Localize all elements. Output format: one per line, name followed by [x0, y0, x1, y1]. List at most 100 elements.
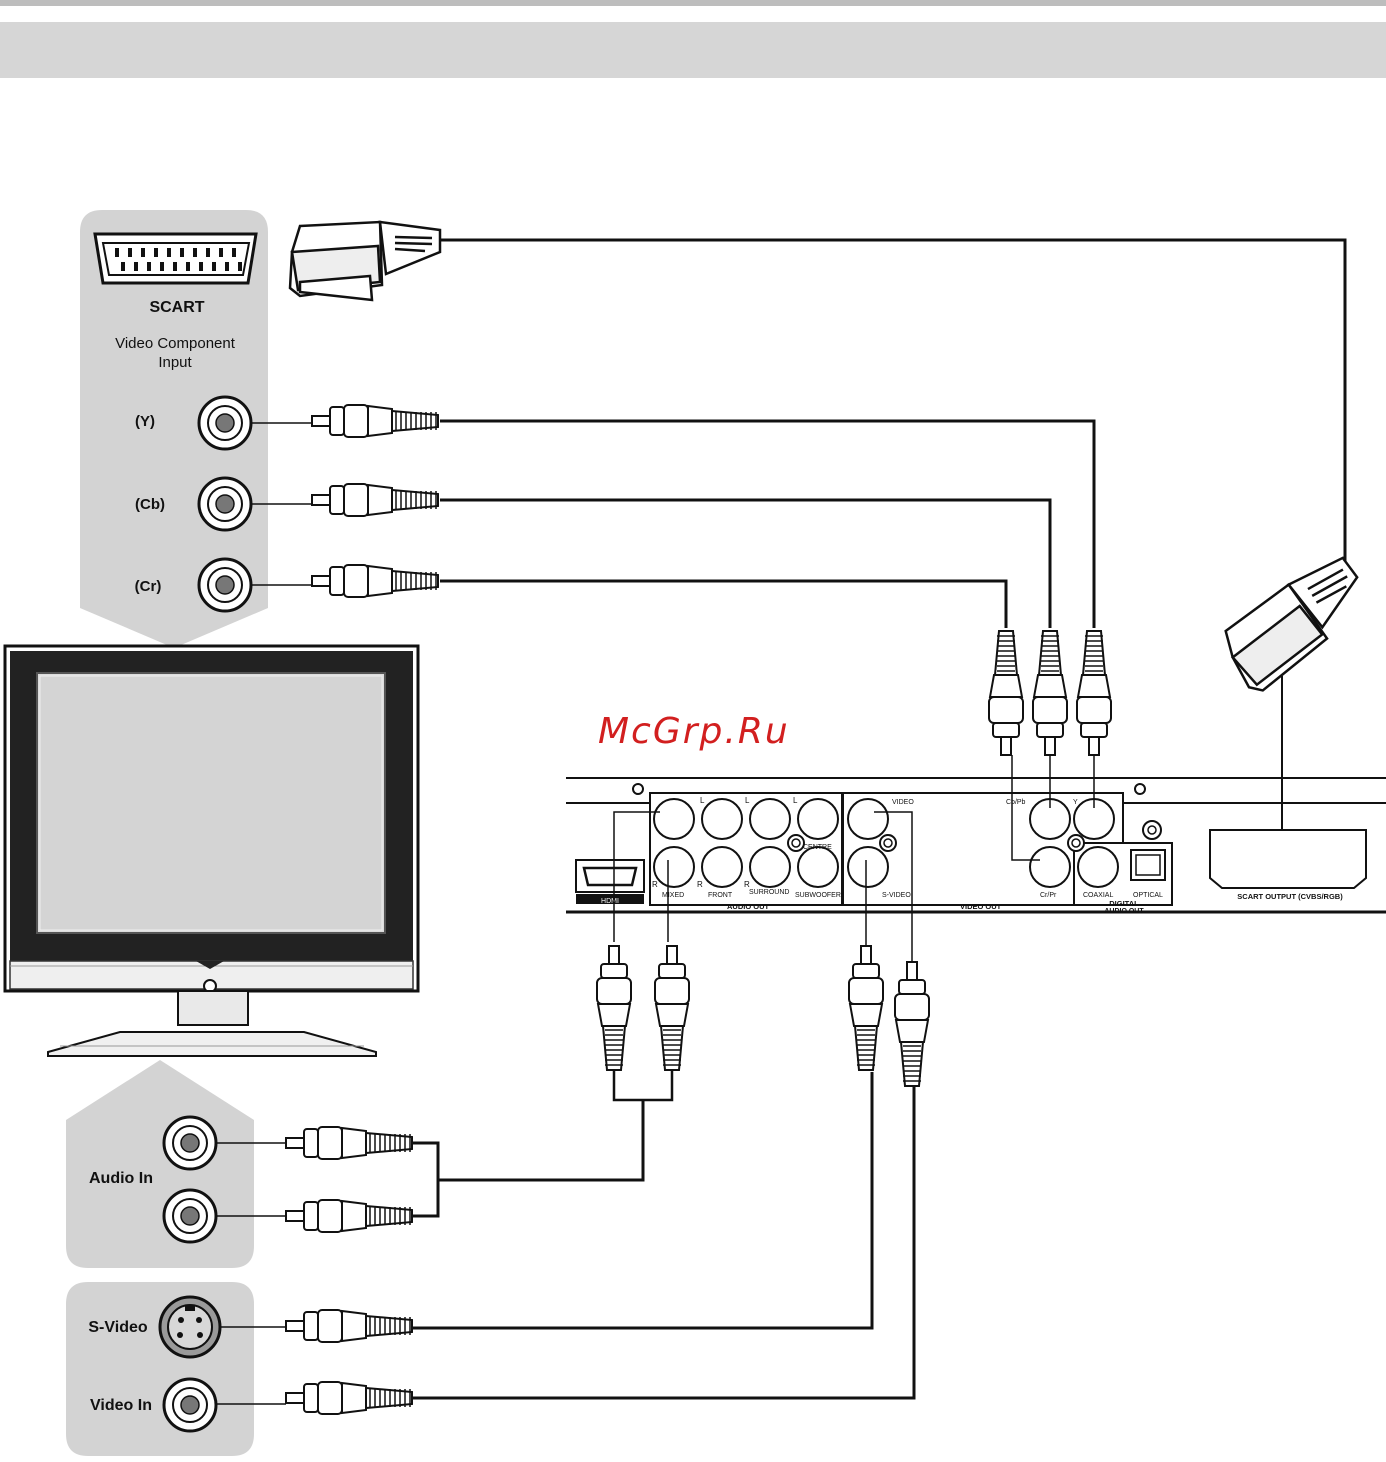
- rca-plug-icon: [1077, 631, 1111, 755]
- rca-jack-icon: [750, 847, 790, 887]
- jack-label-r1: R: [652, 880, 658, 889]
- rca-jack-icon: [199, 397, 251, 449]
- jack-label-cr-pr: Cr/Pr: [1040, 892, 1057, 899]
- rca-jack-icon: [199, 478, 251, 530]
- rca-plug-icon: [597, 946, 631, 1070]
- rca-jack-icon: [164, 1190, 216, 1242]
- rca-plug-icon: [655, 946, 689, 1070]
- audio-out-label: AUDIO OUT: [727, 902, 770, 911]
- scart-pin: [232, 248, 236, 257]
- rca-plug-icon: [849, 946, 883, 1070]
- scart-pin: [115, 248, 119, 257]
- scart-pin: [134, 262, 138, 271]
- scart-pin: [186, 262, 190, 271]
- cr-input-label: (Cr): [135, 578, 162, 595]
- scart-connector-icon: [95, 234, 256, 283]
- rca-jack-icon: [199, 559, 251, 611]
- video-in-label: Video In: [90, 1397, 152, 1414]
- scart-plug-icon: [1214, 552, 1381, 696]
- scart-pin: [147, 262, 151, 271]
- header-top-rule: [0, 0, 1386, 6]
- hdmi-label: HDMI: [601, 898, 619, 905]
- tv-icon: [5, 646, 418, 1056]
- rca-plug-icon: [312, 565, 438, 597]
- rca-jack-icon: [654, 799, 694, 839]
- ground-screw-icon: [880, 835, 896, 851]
- audio-in-label: Audio In: [89, 1170, 153, 1187]
- rca-plug-icon: [286, 1127, 412, 1159]
- jack-label-l3: L: [793, 796, 798, 805]
- rca-jack-icon: [1078, 847, 1118, 887]
- header-band: [0, 22, 1386, 78]
- rca-jack-icon: [164, 1117, 216, 1169]
- rca-plug-icon: [286, 1382, 412, 1414]
- jack-label-mixed: MIXED: [662, 892, 684, 899]
- scart-pin: [206, 248, 210, 257]
- scart-pin: [199, 262, 203, 271]
- scart-pin: [141, 248, 145, 257]
- jack-label-svideo: S-VIDEO: [882, 892, 911, 899]
- cb-input-label: (Cb): [135, 496, 165, 513]
- scart-pin: [128, 248, 132, 257]
- scart-pin: [238, 262, 242, 271]
- jack-label-centre: CENTRE: [803, 844, 832, 851]
- svideo-plug-icon: [286, 1310, 412, 1342]
- rca-plug-icon: [286, 1200, 412, 1232]
- rca-plug-icon: [989, 631, 1023, 755]
- jack-label-l2: L: [745, 796, 750, 805]
- rca-jack-icon: [702, 847, 742, 887]
- ground-screw-icon: [1068, 835, 1084, 851]
- tv-video-input-panel: S-Video Video In: [66, 1282, 254, 1456]
- scart-pin: [121, 262, 125, 271]
- watermark: McGrp.Ru: [598, 711, 790, 752]
- optical-port-icon: [1131, 850, 1165, 880]
- jack-label-y: Y: [1073, 799, 1078, 806]
- scart-plug-icon: [290, 222, 440, 300]
- rca-jack-icon: [848, 847, 888, 887]
- video-out-label: VIDEO OUT: [960, 902, 1002, 911]
- scart-label: SCART: [149, 299, 204, 316]
- scart-pin: [167, 248, 171, 257]
- jack-label-surround: SURROUND: [749, 889, 789, 896]
- rca-jack-icon: [702, 799, 742, 839]
- jack-label-coaxial: COAXIAL: [1083, 892, 1113, 899]
- jack-label-r3: R: [744, 880, 750, 889]
- y-input-label: (Y): [135, 413, 155, 430]
- scart-output-label: SCART OUTPUT (CVBS/RGB): [1237, 892, 1343, 901]
- scart-pin: [212, 262, 216, 271]
- rca-jack-icon: [654, 847, 694, 887]
- jack-label-video: VIDEO: [892, 799, 914, 806]
- rca-plug-icon: [312, 405, 438, 437]
- digital-label-line2: AUDIO OUT: [1104, 908, 1144, 915]
- scart-pin: [160, 262, 164, 271]
- rca-jack-icon: [1030, 847, 1070, 887]
- svideo-in-label: S-Video: [88, 1319, 148, 1336]
- rca-jack-icon: [798, 847, 838, 887]
- scart-pin: [193, 248, 197, 257]
- rca-jack-icon: [750, 799, 790, 839]
- jack-label-front: FRONT: [708, 892, 733, 899]
- rca-jack-icon: [848, 799, 888, 839]
- tv-audio-input-panel: Audio In: [66, 1060, 254, 1268]
- scart-pin: [180, 248, 184, 257]
- digital-label-line1: DIGITAL: [1109, 899, 1139, 908]
- scart-pin: [225, 262, 229, 271]
- rca-plug-icon: [895, 962, 929, 1086]
- rca-jack-icon: [164, 1379, 216, 1431]
- scart-pin: [173, 262, 177, 271]
- scart-pin: [154, 248, 158, 257]
- jack-label-r2: R: [697, 880, 703, 889]
- rca-plug-icon: [1033, 631, 1067, 755]
- jack-label-subwoofer: SUBWOOFER: [795, 892, 841, 899]
- rca-jack-icon: [798, 799, 838, 839]
- scart-pin: [219, 248, 223, 257]
- jack-label-optical: OPTICAL: [1133, 892, 1163, 899]
- tv-input-panel-top: SCART Video Component Input (Y) (Cb) (Cr…: [80, 210, 268, 648]
- jack-label-cb-pb: Cb/Pb: [1006, 799, 1026, 806]
- player-rear-panel: HDMI L L L R R R CENTRE MIXED FRONT SURR…: [566, 778, 1386, 915]
- ground-screw-icon: [788, 835, 804, 851]
- jack-label-l1: L: [700, 796, 705, 805]
- rca-plug-icon: [312, 484, 438, 516]
